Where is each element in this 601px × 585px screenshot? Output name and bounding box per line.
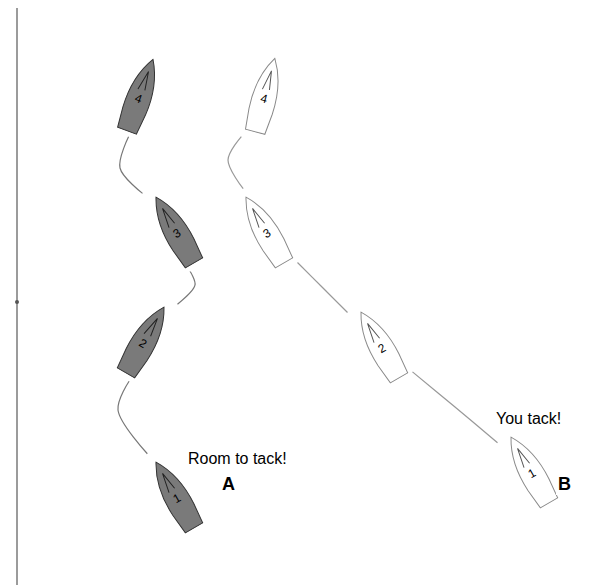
hull-outline (145, 191, 204, 269)
boat-b: 2 (348, 304, 413, 387)
boat-b: 4 (240, 53, 289, 136)
hull-outline (243, 55, 286, 135)
sail-mark (138, 70, 151, 91)
track-line (228, 137, 243, 189)
track-line (412, 372, 497, 443)
sail-mark (159, 207, 175, 228)
sail-mark (159, 472, 175, 493)
track-line (177, 271, 195, 304)
boat-a: 3 (143, 189, 208, 272)
track-line (297, 262, 347, 312)
hull-outline (350, 306, 409, 384)
hail-text: Room to tack! (186, 450, 289, 468)
sail-mark (262, 70, 274, 91)
sail-mark (364, 322, 380, 343)
sail-mark (144, 316, 160, 337)
boat-a: 2 (113, 299, 178, 382)
hull-outline (500, 431, 559, 509)
track-line (120, 137, 143, 194)
boat-a: 4 (113, 53, 168, 137)
hull-outline (115, 55, 164, 135)
track-line (118, 381, 147, 453)
boat-b: 3 (233, 189, 298, 272)
boundary-line (16, 8, 18, 585)
boundary-mark (15, 300, 19, 304)
sail-mark (514, 447, 530, 468)
hail-text: You tack! (494, 410, 563, 428)
boat-b: 1 (498, 429, 563, 512)
hull-outline (235, 191, 294, 269)
boat-letter: A (220, 474, 237, 495)
hull-outline (115, 301, 174, 379)
sail-mark (249, 207, 265, 228)
boat-letter: B (556, 474, 573, 495)
